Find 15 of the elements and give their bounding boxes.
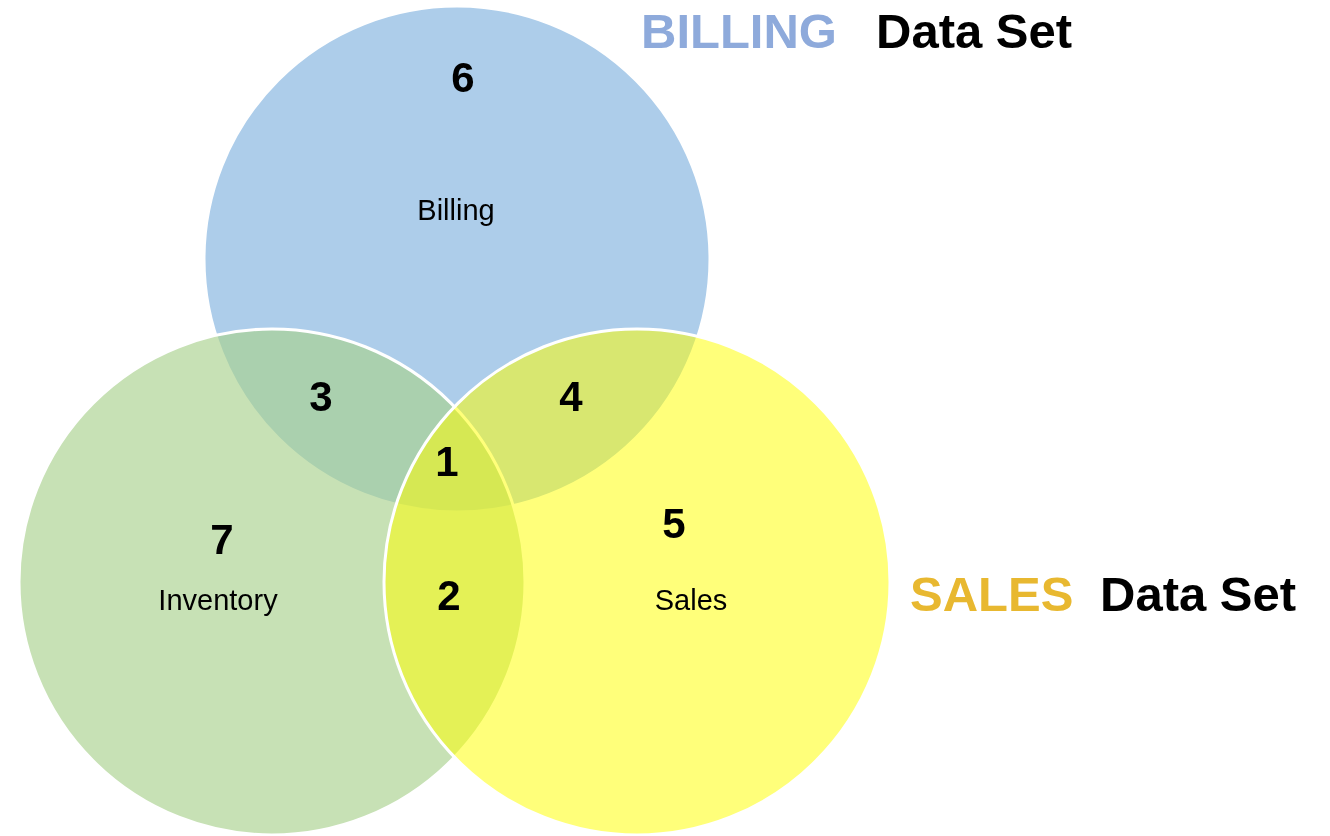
data-set-title: BILLING [641,3,837,59]
region-number: 4 [559,373,583,421]
region-number: 5 [662,500,686,548]
region-number: 6 [451,54,475,102]
region-number: 2 [437,572,461,620]
region-number: 3 [309,373,333,421]
region-number: 1 [435,438,459,486]
set-label: Inventory [158,583,278,617]
data-set-title: SALES [910,566,1074,622]
set-label: Billing [417,193,495,227]
data-set-title: Data Set [1100,566,1297,622]
data-set-title: Data Set [876,3,1073,59]
region-number: 7 [210,516,234,564]
set-label: Sales [654,583,728,617]
venn-circle [383,328,891,836]
